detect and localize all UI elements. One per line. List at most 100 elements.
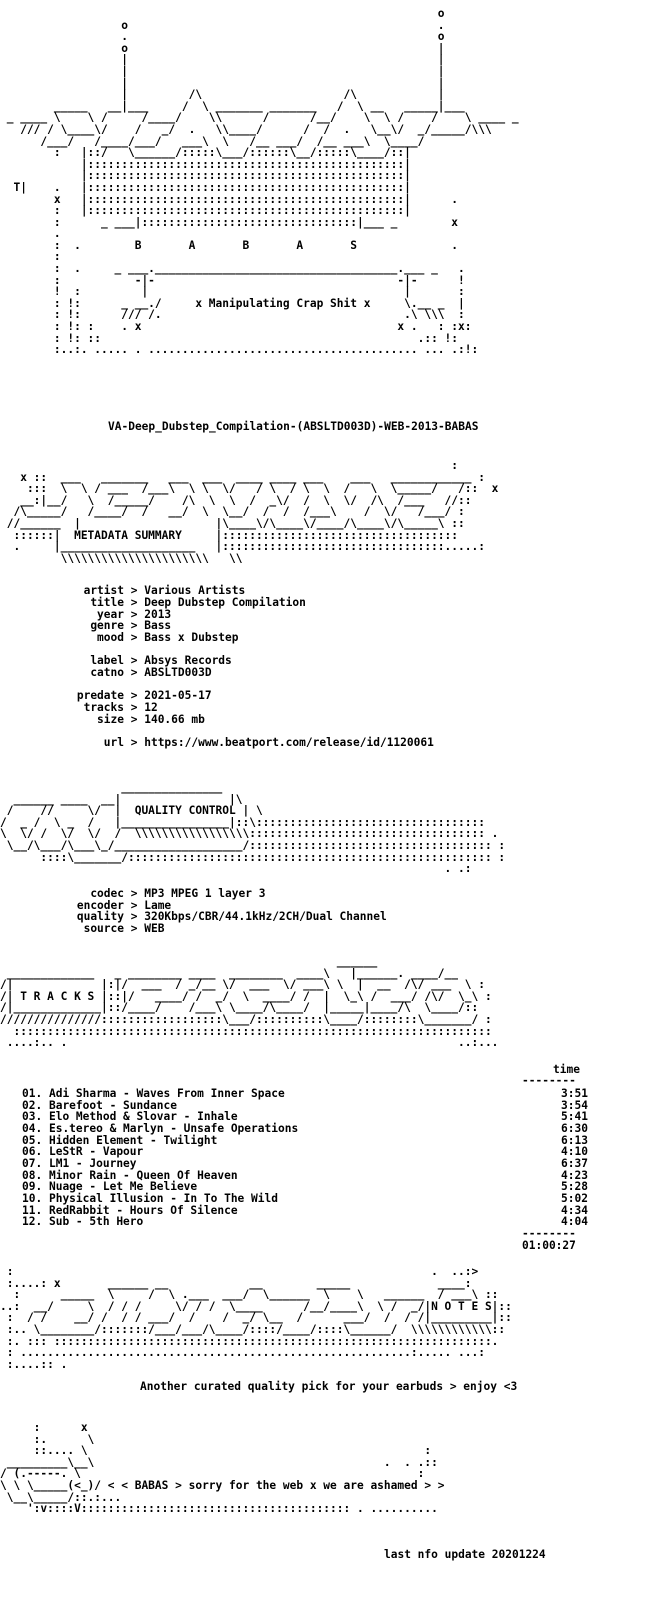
time-column-header: time <box>553 1063 580 1076</box>
meta-key: size <box>97 713 124 726</box>
track-time: 4:10 <box>561 1145 588 1158</box>
meta-row-title: title > Deep Dubstep Compilation <box>30 597 306 609</box>
track-row: 04. Es.tereo & Marlyn - Unsafe Operation… <box>22 1123 588 1135</box>
track-title: Minor Rain - Queen Of Heaven <box>48 1169 238 1182</box>
meta-value: 140.66 mb <box>144 713 205 726</box>
track-number: 09. <box>22 1180 43 1193</box>
quality-control-banner: _______________ ______ ____ __| |\ / // … <box>0 781 506 876</box>
track-title: Nuage - Let Me Believe <box>48 1180 198 1193</box>
quality-key: codec <box>90 887 124 900</box>
track-time: 4:23 <box>561 1169 588 1182</box>
total-time: 01:00:27 <box>522 1239 576 1252</box>
track-title: LM1 - Journey <box>48 1157 137 1170</box>
track-title: Sub - 5th Hero <box>48 1215 144 1228</box>
track-number: 07. <box>22 1157 43 1170</box>
meta-value: ABSLTD003D <box>144 666 212 679</box>
track-time: 5:41 <box>561 1110 588 1123</box>
track-time: 5:28 <box>561 1180 588 1193</box>
quality-row-encoder: encoder > Lame <box>30 900 171 912</box>
meta-row-label: label > Absys Records <box>30 654 232 667</box>
track-title: Hidden Element - Twilight <box>48 1134 218 1147</box>
track-title: Adi Sharma - Waves From Inner Space <box>48 1087 285 1100</box>
track-title: Barefoot - Sundance <box>48 1099 177 1112</box>
track-title: LeStR - Vapour <box>48 1145 144 1158</box>
meta-value: Various Artists <box>144 584 246 597</box>
meta-row-size: size > 140.66 mb <box>30 714 205 726</box>
meta-key: catno <box>90 666 124 679</box>
track-time: 6:30 <box>561 1122 588 1135</box>
track-title: RedRabbit - Hours Of Silence <box>48 1204 238 1217</box>
meta-value: Absys Records <box>144 654 232 667</box>
release-url[interactable]: https://www.beatport.com/release/id/1120… <box>144 736 434 749</box>
track-time: 6:37 <box>561 1157 588 1170</box>
track-number: 10. <box>22 1192 43 1205</box>
track-title: Physical Illusion - In To The Wild <box>48 1192 278 1205</box>
time-header-rule: -------- <box>522 1074 576 1087</box>
meta-row-tracks: tracks > 12 <box>30 702 158 714</box>
tracks-banner: ______ _____________ _ ________ ____ ___… <box>0 955 499 1050</box>
track-row: 07. LM1 - Journey 6:37 <box>22 1158 588 1170</box>
track-number: 08. <box>22 1169 43 1182</box>
track-time: 5:02 <box>561 1192 588 1205</box>
quality-row-quality: quality > 320Kbps/CBR/44.1kHz/2CH/Dual C… <box>30 911 387 923</box>
meta-value: 2013 <box>144 608 172 621</box>
track-number: 03. <box>22 1110 43 1123</box>
meta-row-mood: mood > Bass x Dubstep <box>30 631 239 644</box>
meta-value: Bass x Dubstep <box>144 631 239 644</box>
meta-key: title <box>90 596 124 609</box>
meta-row-genre: genre > Bass <box>30 620 171 632</box>
meta-row-artist: artist > Various Artists <box>30 584 246 597</box>
track-row: 08. Minor Rain - Queen Of Heaven 4:23 <box>22 1170 588 1182</box>
meta-row-predate: predate > 2021-05-17 <box>30 690 212 702</box>
notes-text: Another curated quality pick for your ea… <box>140 1380 518 1393</box>
track-number: 12. <box>22 1215 43 1228</box>
quality-value: Lame <box>144 899 172 912</box>
track-row: 06. LeStR - Vapour 4:10 <box>22 1146 588 1158</box>
track-title: Elo Method & Slovar - Inhale <box>48 1110 238 1123</box>
track-time: 3:51 <box>561 1087 588 1100</box>
meta-row-year: year > 2013 <box>30 609 171 621</box>
meta-value: 2021-05-17 <box>144 689 212 702</box>
track-row: 09. Nuage - Let Me Believe 5:28 <box>22 1181 588 1193</box>
quality-value: MP3 MPEG 1 layer 3 <box>144 887 266 900</box>
track-number: 06. <box>22 1145 43 1158</box>
meta-key: tracks <box>83 701 124 714</box>
quality-key: source <box>83 922 124 935</box>
meta-key: predate <box>76 689 124 702</box>
meta-key: mood <box>97 631 124 644</box>
track-number: 05. <box>22 1134 43 1147</box>
metadata-summary-banner: : x :: ___ _______ ___ ___ ____ ____ ___… <box>6 459 499 565</box>
meta-value: Deep Dubstep Compilation <box>144 596 306 609</box>
meta-key: year <box>97 608 124 621</box>
track-row: 03. Elo Method & Slovar - Inhale 5:41 <box>22 1111 588 1123</box>
track-time: 4:04 <box>561 1215 588 1228</box>
quality-row-source: source > WEB <box>30 922 165 935</box>
meta-value: Bass <box>144 619 172 632</box>
meta-key: label <box>90 654 124 667</box>
meta-row-url: url > https://www.beatport.com/release/i… <box>30 737 434 749</box>
footer-art: : x :. \ ::.... \ : _________\__\ . . .:… <box>0 1421 445 1516</box>
track-row: 12. Sub - 5th Hero 4:04 <box>22 1216 588 1228</box>
meta-key: genre <box>90 619 124 632</box>
meta-key: artist <box>83 584 124 597</box>
quality-value: 320Kbps/CBR/44.1kHz/2CH/Dual Channel <box>144 910 387 923</box>
meta-row-catno: catno > ABSLTD003D <box>30 666 212 679</box>
total-time-rule: -------- <box>522 1227 576 1240</box>
meta-value: 12 <box>144 701 158 714</box>
quality-key: quality <box>76 910 124 923</box>
track-title: Es.tereo & Marlyn - Unsafe Operations <box>48 1122 299 1135</box>
quality-value: WEB <box>144 922 165 935</box>
header-logo-art: o o . . o o <box>6 7 519 357</box>
track-number: 02. <box>22 1099 43 1112</box>
track-number: 11. <box>22 1204 43 1217</box>
track-row: 10. Physical Illusion - In To The Wild 5:… <box>22 1193 588 1205</box>
quality-key: encoder <box>76 899 124 912</box>
release-name: VA-Deep_Dubstep_Compilation-(ABSLTD003D)… <box>108 420 479 433</box>
quality-row-codec: codec > MP3 MPEG 1 layer 3 <box>30 888 265 900</box>
meta-key: url <box>103 736 124 749</box>
notes-banner: : . ..:> :....: x ______ __ __ _____ ___… <box>0 1265 512 1371</box>
